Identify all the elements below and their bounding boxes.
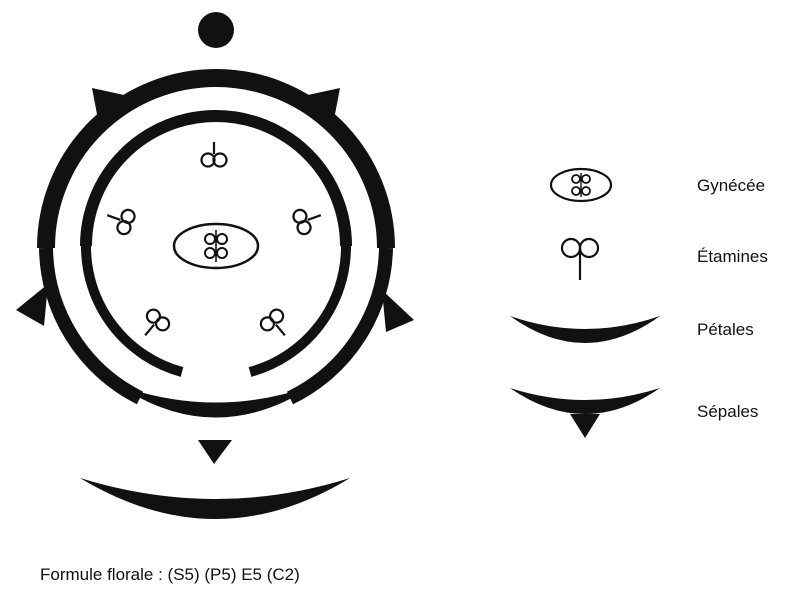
legend-label-petals: Pétales bbox=[697, 320, 754, 340]
legend-label-gynoecium: Gynécée bbox=[697, 176, 765, 196]
legend-sepal-icon bbox=[510, 388, 660, 438]
stamen-lower-left bbox=[136, 307, 172, 343]
bottom-arc bbox=[80, 478, 350, 519]
stamen-right bbox=[292, 203, 325, 236]
legend-label-stamens: Étamines bbox=[697, 247, 768, 267]
stamen-left bbox=[103, 203, 136, 236]
legend-petal-icon bbox=[510, 316, 660, 343]
sepal-whorl bbox=[16, 78, 414, 464]
axis-dot bbox=[198, 12, 234, 48]
gynoecium-center bbox=[174, 224, 258, 268]
legend-label-sepals: Sépales bbox=[697, 402, 758, 422]
legend-gynoecium-icon bbox=[551, 169, 611, 201]
legend-stamen-icon bbox=[562, 239, 598, 280]
stamen-lower-right bbox=[258, 307, 294, 343]
stamen-top bbox=[202, 142, 227, 167]
floral-formula: Formule florale : (S5) (P5) E5 (C2) bbox=[40, 565, 300, 585]
